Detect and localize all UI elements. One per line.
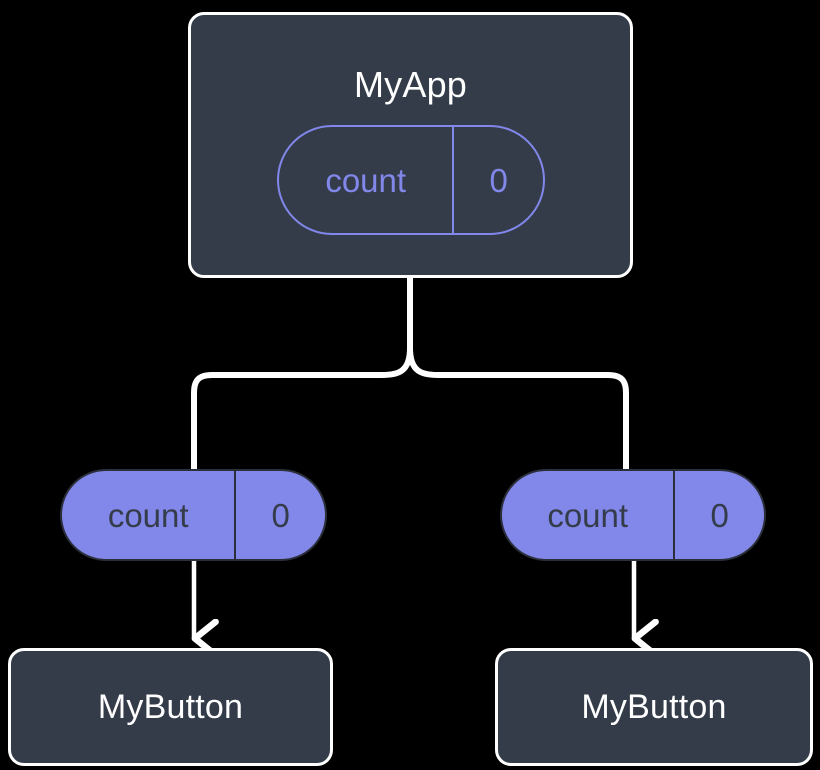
state-value-left: 0 <box>234 471 325 559</box>
edge-branch-right <box>407 345 629 473</box>
state-pill-myapp[interactable]: count 0 <box>277 125 545 235</box>
edge-branch-left <box>191 345 413 473</box>
state-pill-right[interactable]: count 0 <box>500 469 766 561</box>
component-title-mybutton-left: MyButton <box>97 688 244 726</box>
state-key-left: count <box>107 496 189 534</box>
state-key-myapp: count <box>325 161 407 199</box>
state-pill-left[interactable]: count 0 <box>60 469 327 561</box>
state-value-myapp: 0 <box>452 127 543 233</box>
component-node-mybutton-left[interactable]: MyButton <box>8 648 333 766</box>
state-value-right: 0 <box>673 471 764 559</box>
component-title-myapp: MyApp <box>353 64 468 105</box>
component-title-mybutton-right: MyButton <box>581 688 727 726</box>
state-key-right: count <box>547 496 629 534</box>
component-node-mybutton-right[interactable]: MyButton <box>495 648 813 766</box>
